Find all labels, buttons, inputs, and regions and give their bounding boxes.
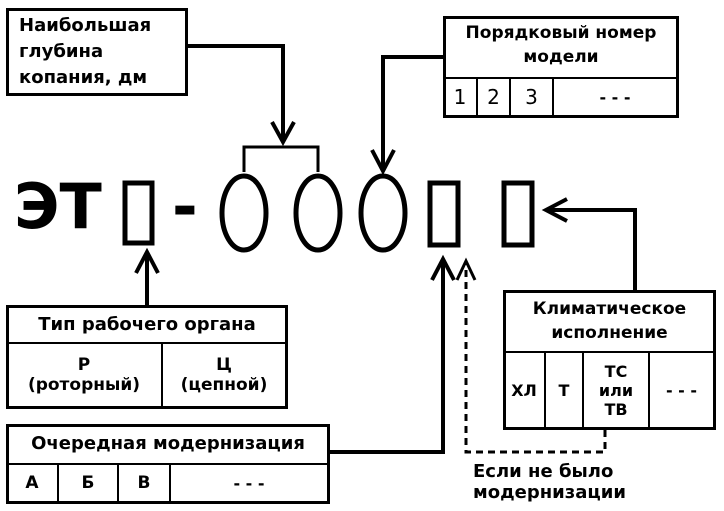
climate-title-line1: Климатическое: [532, 299, 687, 319]
organ-chain-code: Ц: [216, 355, 232, 375]
depth-oval-1: [219, 173, 269, 253]
organ-rotor-cell: Р (роторный): [7, 344, 161, 406]
model-cell-1: 1: [453, 85, 467, 109]
climate-cell-more: - - -: [648, 353, 713, 427]
model-cell-2: 2: [476, 79, 509, 115]
organ-title: Тип рабочего органа: [38, 314, 256, 335]
climate-slot-box: [501, 180, 535, 248]
depth-title-line2: глубина: [19, 41, 104, 62]
modernization-cell-a: А: [25, 473, 39, 493]
depth-title-line3: копания, дм: [19, 67, 148, 88]
model-cell-3: 3: [509, 79, 552, 115]
model-number-box: Порядковый номер модели 1 2 3 - - -: [443, 16, 679, 118]
depth-arrow: [187, 44, 285, 140]
depth-box: Наибольшая глубина копания, дм: [6, 8, 188, 96]
model-arrow: [381, 55, 443, 170]
climate-cell-ts-tv: ТС или ТВ: [582, 353, 648, 427]
climate-box: Климатическое исполнение ХЛ Т ТС или ТВ …: [503, 290, 716, 430]
note-dashed-arrow: [464, 262, 607, 454]
model-title-line2: модели: [523, 47, 599, 67]
climate-cell-hl: ХЛ: [511, 380, 537, 400]
model-title-line1: Порядковый номер: [465, 23, 657, 43]
modernization-cell-b: Б: [57, 465, 117, 501]
modernization-box: Очередная модернизация А Б В - - -: [6, 424, 330, 504]
model-cell-more: - - -: [552, 79, 676, 115]
model-oval: [358, 173, 408, 253]
organ-rotor-label: (роторный): [27, 375, 141, 395]
organ-type-box: Тип рабочего органа Р (роторный) Ц (цепн…: [6, 305, 288, 409]
modernization-arrow: [330, 260, 445, 454]
organ-chain-cell: Ц (цепной): [161, 344, 285, 406]
depth-title-line1: Наибольшая: [19, 15, 152, 36]
code-prefix: ЭТ: [14, 170, 102, 243]
organ-chain-label: (цепной): [180, 375, 268, 395]
note-line2: модернизации: [473, 482, 626, 503]
note-line1: Если не было: [473, 461, 614, 482]
code-dash: -: [172, 170, 198, 243]
modernization-title: Очередная модернизация: [31, 433, 305, 454]
depth-oval-2: [293, 173, 343, 253]
modernization-slot-box: [427, 180, 461, 248]
modernization-cell-v: В: [117, 465, 169, 501]
depth-bracket: [242, 145, 320, 172]
climate-arrow: [548, 208, 637, 290]
organ-rotor-code: Р: [77, 355, 91, 375]
climate-cell-t: Т: [544, 353, 582, 427]
organ-slot-box: [122, 180, 155, 246]
modernization-cell-more: - - -: [169, 465, 327, 501]
climate-title-line2: исполнение: [551, 323, 668, 343]
